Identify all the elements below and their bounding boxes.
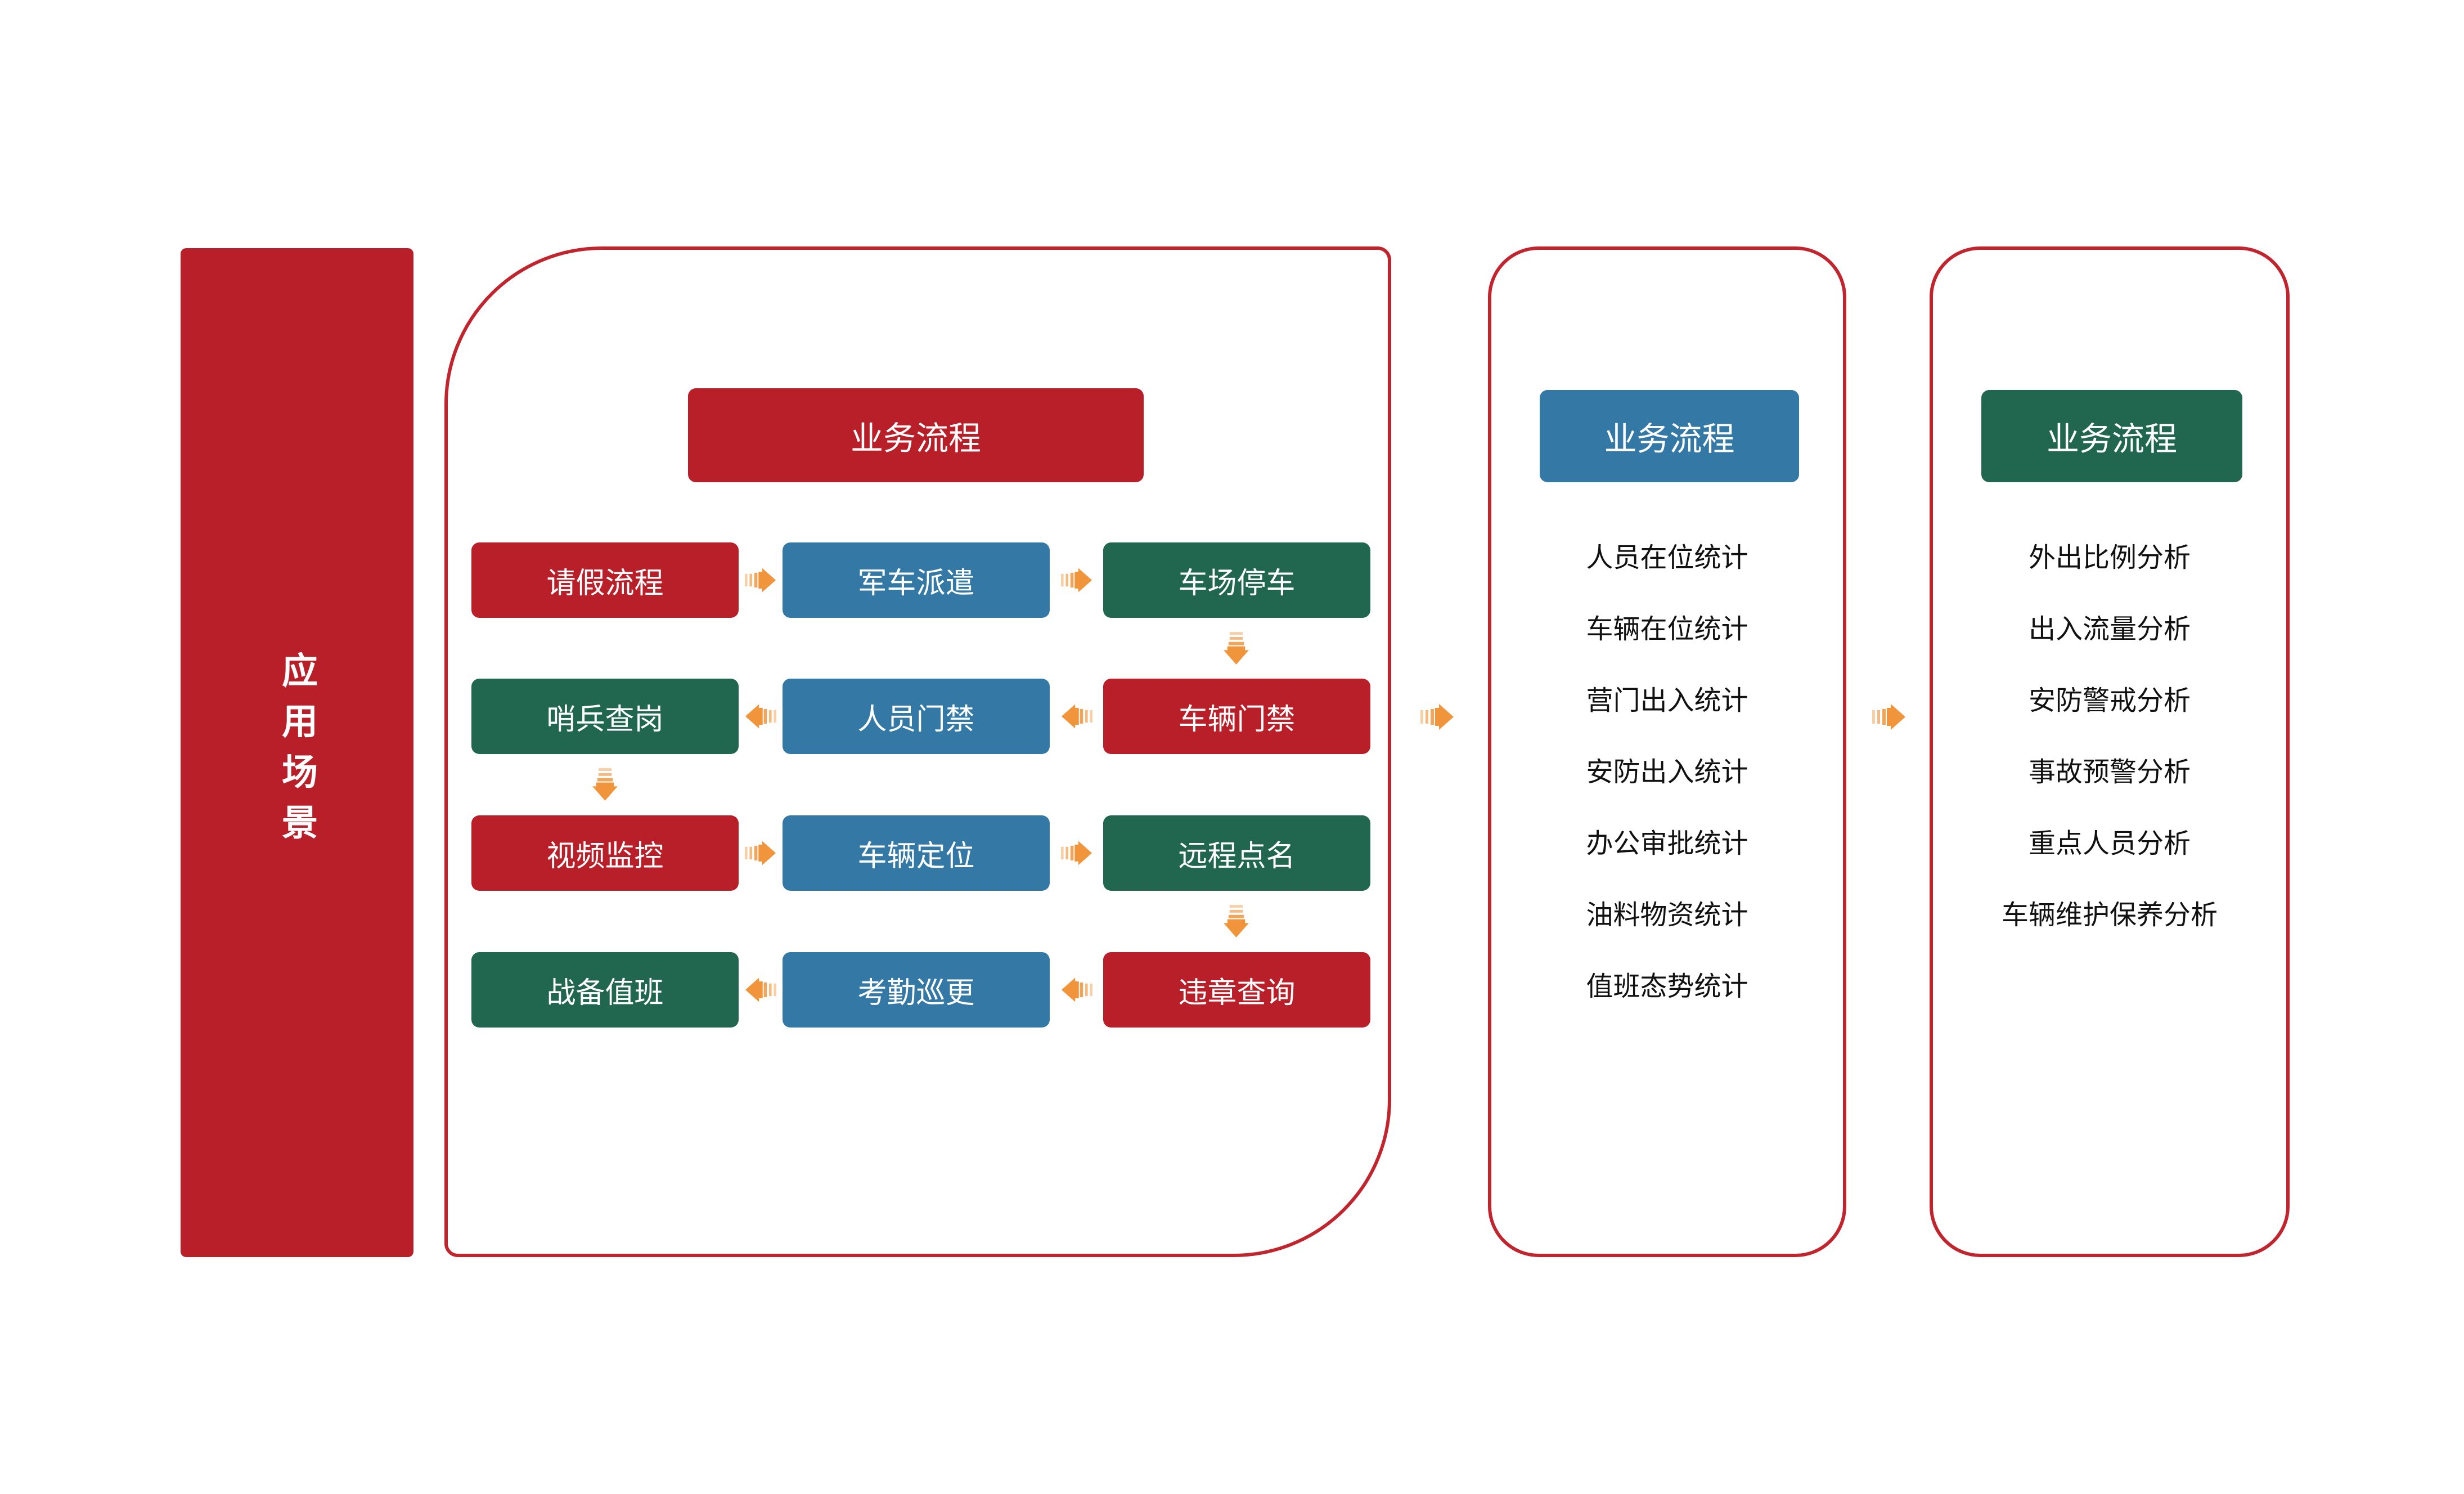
list-item: 事故预警分析 <box>2028 757 2191 787</box>
arrow-left-icon <box>1061 977 1092 1002</box>
flow-box-vehicle-locate: 车辆定位 <box>783 815 1050 891</box>
analysis-list: 外出比例分析 出入流量分析 安防警戒分析 事故预警分析 重点人员分析 车辆维护保… <box>1930 522 2290 951</box>
list-item: 车辆在位统计 <box>1586 614 1748 644</box>
arrow-down-icon <box>1224 632 1249 665</box>
list-item: 油料物资统计 <box>1586 900 1748 930</box>
list-item: 人员在位统计 <box>1586 543 1748 573</box>
list-item: 办公审批统计 <box>1586 829 1748 859</box>
flow-box-violation-query: 违章查询 <box>1103 952 1370 1028</box>
arrow-right-icon <box>1061 568 1092 593</box>
flow-box-vehicle-dispatch: 军车派遣 <box>783 542 1050 618</box>
flow-box-personnel-access: 人员门禁 <box>783 679 1050 754</box>
scenario-banner-label: 应用场景 <box>277 651 317 854</box>
list-item: 出入流量分析 <box>2028 614 2191 644</box>
list-item: 安防出入统计 <box>1586 757 1748 787</box>
arrow-right-icon <box>745 568 776 593</box>
list-item: 营门出入统计 <box>1586 686 1748 716</box>
arrow-right-icon <box>1061 841 1092 865</box>
arrow-right-icon <box>745 841 776 865</box>
arrow-left-icon <box>1061 704 1092 729</box>
flow-box-combat-duty: 战备值班 <box>471 952 739 1028</box>
list-item: 值班态势统计 <box>1586 972 1748 1002</box>
arrow-down-icon <box>1224 905 1249 937</box>
arrow-down-icon <box>592 768 618 801</box>
list-item: 重点人员分析 <box>2028 829 2191 859</box>
statistics-list: 人员在位统计 车辆在位统计 营门出入统计 安防出入统计 办公审批统计 油料物资统… <box>1488 522 1846 1022</box>
statistics-panel-header: 业务流程 <box>1540 390 1799 482</box>
flow-box-parking: 车场停车 <box>1103 542 1370 618</box>
flow-box-remote-rollcall: 远程点名 <box>1103 815 1370 891</box>
flow-box-vehicle-access: 车辆门禁 <box>1103 679 1370 754</box>
scenario-banner: 应用场景 <box>181 248 413 1257</box>
flow-box-sentry-check: 哨兵查岗 <box>471 679 739 754</box>
arrow-right-icon <box>1420 704 1454 730</box>
list-item: 安防警戒分析 <box>2028 686 2191 716</box>
arrow-left-icon <box>745 704 776 729</box>
flow-box-attendance-patrol: 考勤巡更 <box>783 952 1050 1028</box>
analysis-panel-header: 业务流程 <box>1981 390 2242 482</box>
flow-box-video-monitor: 视频监控 <box>471 815 739 891</box>
list-item: 外出比例分析 <box>2028 543 2191 573</box>
flow-box-leave-process: 请假流程 <box>471 542 739 618</box>
arrow-right-icon <box>1872 704 1905 730</box>
arrow-left-icon <box>745 977 776 1002</box>
flow-panel-header: 业务流程 <box>688 388 1144 482</box>
list-item: 车辆维护保养分析 <box>2001 900 2218 930</box>
